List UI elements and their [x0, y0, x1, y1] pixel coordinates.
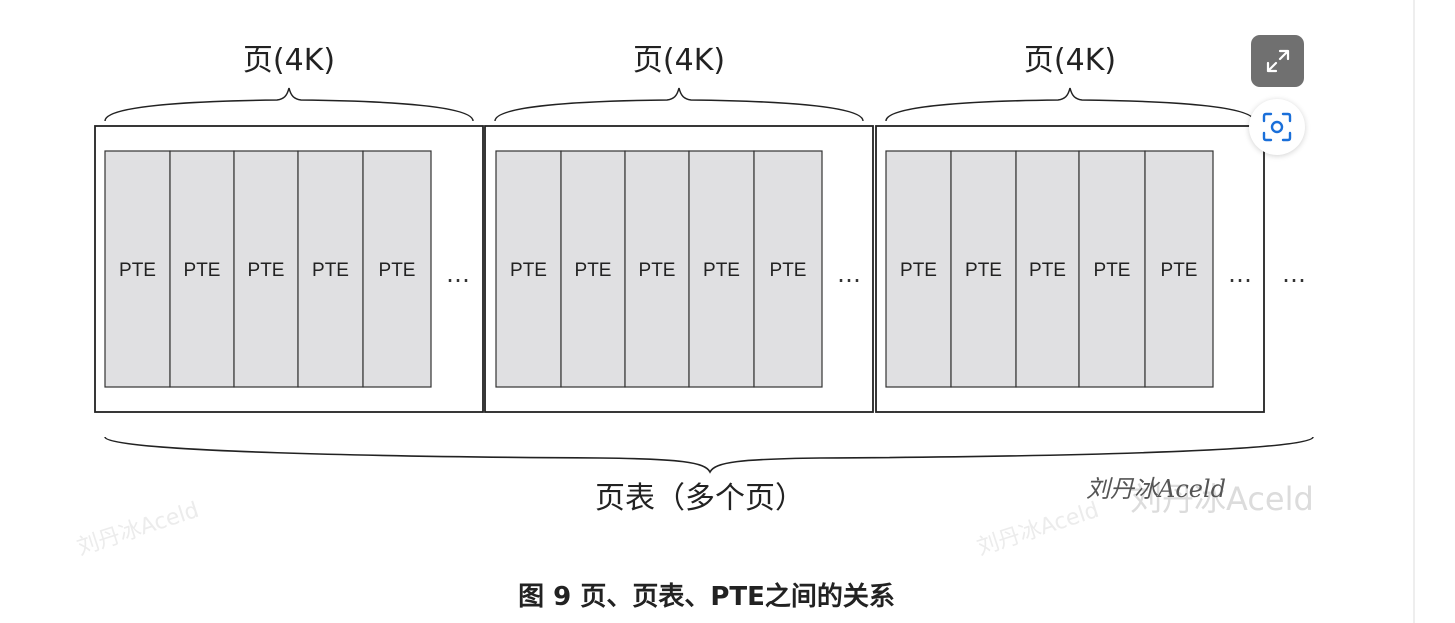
pte-label: PTE — [965, 260, 1002, 281]
pte-cell — [688, 150, 755, 388]
page-brace — [104, 87, 474, 122]
page-brace — [885, 87, 1255, 122]
pte-cell — [560, 150, 626, 388]
expand-icon — [1266, 49, 1290, 73]
page-frame — [875, 125, 1265, 413]
page-brace — [494, 87, 864, 122]
page-ellipsis: … — [1228, 260, 1252, 288]
page-frame — [94, 125, 484, 413]
pte-label: PTE — [248, 260, 285, 281]
pte-label: PTE — [703, 260, 740, 281]
image-search-button[interactable] — [1249, 99, 1305, 155]
figure-caption: 图 9 页、页表、PTE之间的关系 — [518, 582, 895, 612]
page-ellipsis: … — [446, 260, 470, 288]
page-label: 页(4K) — [1024, 43, 1116, 78]
pte-cell — [1144, 150, 1214, 388]
pte-cell — [950, 150, 1017, 388]
page-frame — [484, 125, 874, 413]
page-table-label: 页表（多个页） — [595, 481, 805, 516]
pte-cell — [885, 150, 952, 388]
pte-label: PTE — [184, 260, 221, 281]
pte-label: PTE — [510, 260, 547, 281]
pte-cell — [233, 150, 299, 388]
page-label: 页(4K) — [243, 43, 335, 78]
pte-label: PTE — [312, 260, 349, 281]
pte-label: PTE — [1094, 260, 1131, 281]
page-label: 页(4K) — [633, 43, 725, 78]
pte-label: PTE — [639, 260, 676, 281]
page-block: 页(4K) PTE PTE PTE PTE PTE … — [484, 43, 874, 413]
pte-label: PTE — [119, 260, 156, 281]
page-ellipsis: … — [837, 260, 861, 288]
page-table-brace — [104, 436, 1314, 474]
pte-cell — [297, 150, 364, 388]
pte-label: PTE — [900, 260, 937, 281]
page-block: 页(4K) PTE PTE PTE PTE PTE … — [94, 43, 484, 413]
watermark: 刘丹冰Aceld — [1130, 480, 1314, 518]
pte-cell — [495, 150, 562, 388]
pte-label: PTE — [575, 260, 612, 281]
signature: 刘丹冰Aceld — [1086, 475, 1226, 503]
expand-button[interactable] — [1251, 35, 1304, 87]
pte-cell — [753, 150, 823, 388]
right-divider — [1413, 0, 1415, 623]
pte-label: PTE — [770, 260, 807, 281]
pte-cell — [169, 150, 235, 388]
page-block: 页(4K) PTE PTE PTE PTE PTE … — [875, 43, 1265, 413]
pte-label: PTE — [379, 260, 416, 281]
pte-label: PTE — [1029, 260, 1066, 281]
scan-icon — [1262, 112, 1292, 142]
trailing-ellipsis: … — [1282, 260, 1306, 288]
pte-cell — [1015, 150, 1080, 388]
pte-label: PTE — [1161, 260, 1198, 281]
watermark: 刘丹冰Aceld — [974, 498, 1102, 561]
pte-cell — [624, 150, 690, 388]
watermark: 刘丹冰Aceld — [74, 498, 202, 561]
pte-cell — [362, 150, 432, 388]
pte-cell — [1078, 150, 1146, 388]
pte-cell — [104, 150, 171, 388]
